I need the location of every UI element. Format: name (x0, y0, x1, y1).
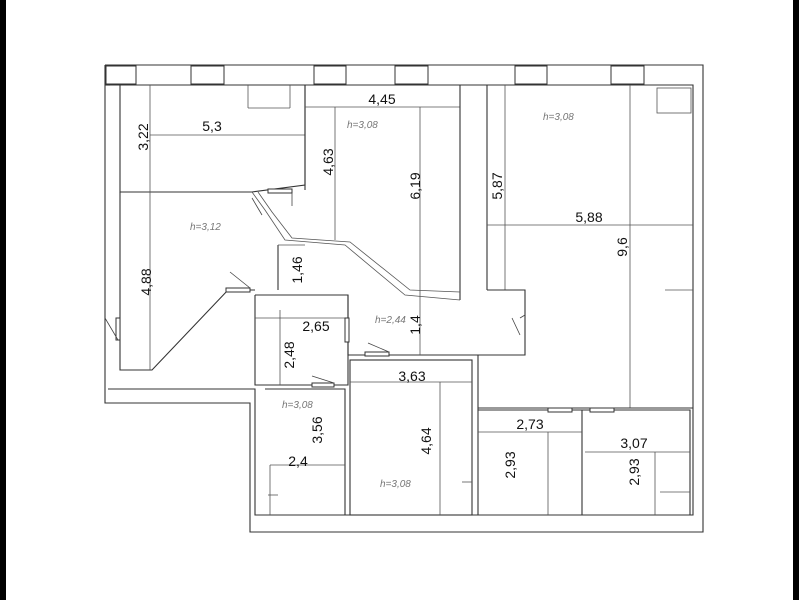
dim-6-19: 6,19 (407, 172, 423, 199)
dim-3-63: 3,63 (398, 368, 425, 384)
room-bath-small (254, 294, 349, 386)
height-label-6: h=3,08 (380, 479, 411, 490)
room-top-right (477, 85, 693, 410)
dim-5-3: 5,3 (202, 118, 222, 134)
window-4 (394, 65, 429, 85)
dim-4-88: 4,88 (138, 268, 154, 295)
top-windows (105, 65, 645, 85)
dimension-labels: 5,3 3,22 4,45 4,63 6,19 5,87 5,88 9,6 4,… (135, 91, 648, 486)
dim-3-22: 3,22 (135, 123, 151, 150)
dim-1-4: 1,4 (407, 315, 423, 335)
left-edge (0, 0, 6, 600)
room-lower-left (265, 388, 346, 515)
height-label-5: h=3,08 (282, 400, 313, 411)
window-1 (105, 65, 137, 85)
dim-9-6: 9,6 (614, 237, 630, 257)
dim-2-73: 2,73 (516, 416, 543, 432)
room-lower-middle (349, 359, 473, 516)
room-corridor (347, 295, 478, 356)
dim-1-46: 1,46 (289, 256, 305, 283)
dim-3-07: 3,07 (620, 435, 647, 451)
dim-2-65: 2,65 (302, 318, 329, 334)
outer-wall-inner (108, 84, 694, 516)
doors (104, 188, 615, 413)
dim-3-56: 3,56 (309, 416, 325, 443)
height-labels: h=3,08 h=3,08 h=3,12 h=2,44 h=3,08 h=3,0… (190, 112, 574, 490)
window-6 (610, 65, 645, 85)
height-label-1: h=3,08 (347, 120, 378, 131)
window-3 (313, 65, 347, 85)
dim-5-87: 5,87 (489, 172, 505, 199)
room-top-middle (304, 85, 488, 300)
dim-5-88: 5,88 (575, 209, 602, 225)
dim-4-64: 4,64 (418, 427, 434, 454)
dim-2-93-a: 2,93 (502, 451, 518, 478)
right-edge (793, 0, 799, 600)
dim-2-4: 2,4 (288, 453, 308, 469)
room-lower-right-2 (582, 409, 691, 516)
outer-wall (104, 64, 704, 533)
dim-2-48: 2,48 (281, 341, 297, 368)
height-label-2: h=3,08 (543, 112, 574, 123)
dim-4-63: 4,63 (320, 148, 336, 175)
dim-2-93-b: 2,93 (626, 458, 642, 485)
window-5 (514, 65, 548, 85)
dim-4-45: 4,45 (368, 91, 395, 107)
window-2 (190, 65, 225, 85)
height-label-4: h=2,44 (375, 315, 406, 326)
height-label-3: h=3,12 (190, 222, 221, 233)
